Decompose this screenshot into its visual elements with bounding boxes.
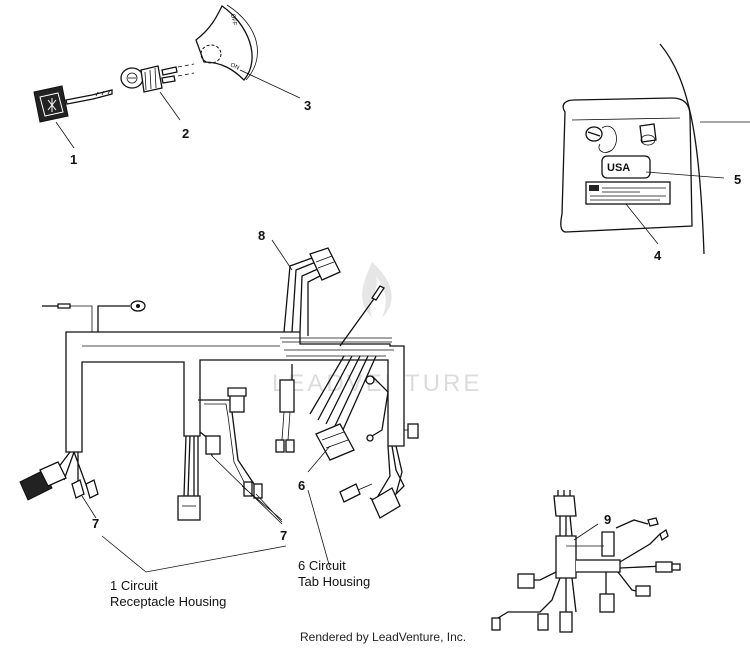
watermark-text: LEADVENTURE — [272, 370, 482, 397]
leader-3 — [239, 69, 301, 99]
leader-7b — [211, 455, 283, 525]
callout-6: 6 — [298, 478, 305, 493]
leader-8 — [271, 239, 293, 271]
plate-off-text: OFF — [229, 13, 237, 26]
main-wiring-harness — [19, 247, 419, 521]
callout-3: 3 — [304, 98, 311, 113]
plate-on-text: ON — [229, 62, 240, 71]
leader-9 — [573, 523, 599, 541]
receptacle-label-line1: 1 Circuit — [110, 578, 158, 593]
usa-decal-text: USA — [607, 162, 630, 174]
tab-label-line1: 6 Circuit — [298, 558, 346, 573]
callout-7a: 7 — [92, 516, 99, 531]
key-part — [33, 85, 113, 123]
ignition-switch-part — [120, 63, 195, 93]
callout-1: 1 — [70, 152, 77, 167]
small-harness-part — [491, 490, 681, 633]
leader-6-label — [307, 489, 331, 569]
leader-5 — [645, 171, 725, 179]
switch-plate-part: OFF ON — [195, 4, 258, 81]
receptacle-label-line2: Receptacle Housing — [110, 594, 226, 609]
callout-8: 8 — [258, 228, 265, 243]
leader-7a — [81, 495, 97, 519]
dash-panel: USA — [560, 43, 750, 255]
tab-label-line2: Tab Housing — [298, 574, 370, 589]
leader-1 — [55, 121, 75, 149]
leader-receptacle — [101, 535, 287, 573]
callout-9: 9 — [604, 512, 611, 527]
callout-5: 5 — [734, 172, 741, 187]
callout-2: 2 — [182, 126, 189, 141]
leader-2 — [159, 91, 181, 121]
leader-4 — [625, 203, 659, 245]
watermark: LEADVENTURE — [272, 262, 482, 397]
callout-7b: 7 — [280, 528, 287, 543]
leader-6 — [307, 445, 331, 473]
footer-credit: Rendered by LeadVenture, Inc. — [300, 630, 466, 644]
callout-4: 4 — [654, 248, 662, 263]
